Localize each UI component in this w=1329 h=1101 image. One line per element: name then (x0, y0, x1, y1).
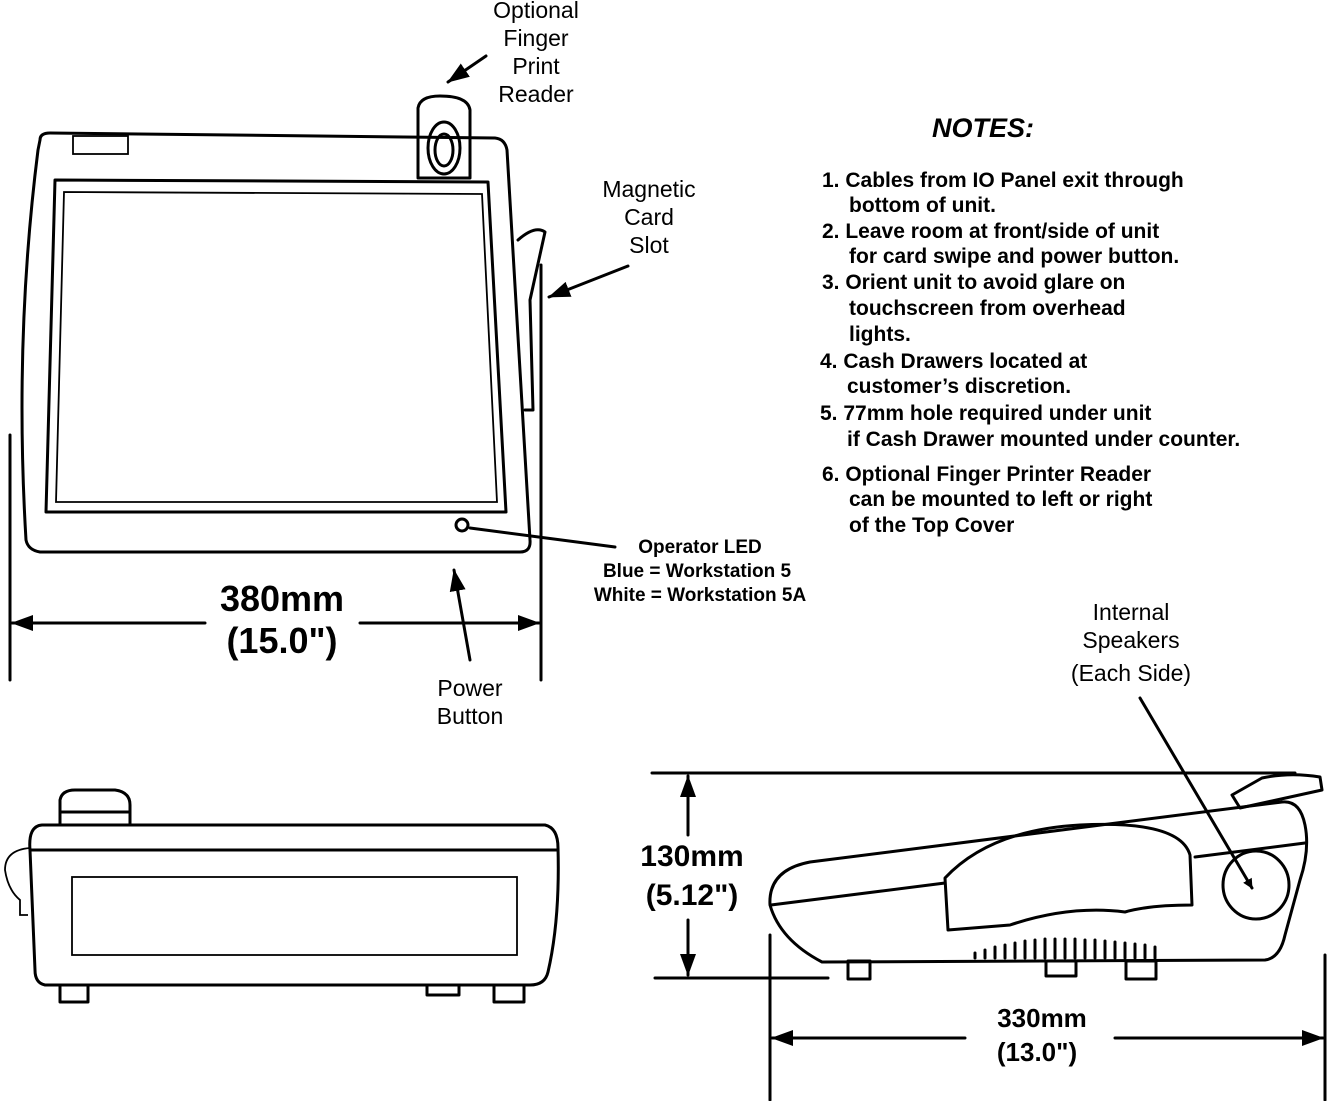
notes: NOTES: 1. Cables from IO Panel exit thro… (820, 113, 1240, 537)
foot (58, 983, 90, 1004)
note-line: lights. (849, 323, 911, 346)
label-line: Slot (629, 232, 669, 258)
rear-view (4, 788, 560, 1004)
note-line: for card swipe and power button. (849, 245, 1179, 268)
note-line: if Cash Drawer mounted under counter. (847, 428, 1240, 451)
front-view (20, 94, 547, 554)
led-label: Operator LED Blue = Workstation 5 White … (468, 526, 807, 606)
label-line: Print (512, 53, 560, 79)
label-line: Internal (1093, 599, 1170, 625)
note-line: touchscreen from overhead (849, 297, 1126, 320)
foot (425, 983, 461, 997)
foot (846, 959, 872, 981)
fingerprint-reader-profile (58, 788, 132, 827)
fingerprint-reader (416, 94, 472, 180)
foot (492, 983, 526, 1004)
card-slot-reader (516, 228, 547, 412)
speaker-icon (1221, 849, 1291, 921)
label-line: Button (437, 703, 504, 729)
side-view (768, 696, 1324, 981)
display-hinge (943, 822, 1194, 932)
leader-arrow (446, 54, 488, 84)
io-panel (71, 876, 518, 956)
dimension-text: 330mm (997, 1003, 1087, 1033)
note-line: bottom of unit. (849, 194, 996, 217)
dimension-text: (13.0") (997, 1037, 1077, 1067)
note-line: 6. Optional Finger Printer Reader (822, 463, 1151, 486)
touchscreen (55, 191, 498, 503)
dimension-text: 130mm (640, 840, 743, 873)
label-line: Magnetic (602, 176, 695, 202)
label-line: Speakers (1082, 627, 1179, 653)
depth-dimension: 330mm (13.0") (768, 933, 1327, 1101)
foot (1124, 959, 1158, 981)
foot (1044, 959, 1078, 978)
speaker-leader (1138, 696, 1254, 890)
cable (4, 847, 31, 916)
operator-led (454, 517, 470, 533)
label-line: Reader (498, 81, 574, 107)
side-body-outline (768, 800, 1309, 964)
card-slot-label: Magnetic Card Slot (547, 176, 696, 299)
front-body-outline (20, 131, 532, 554)
height-dimension: 130mm (5.12") (640, 771, 1297, 980)
dimension-text: (5.12") (646, 879, 739, 912)
note-line: 1. Cables from IO Panel exit through (822, 169, 1184, 192)
label-line: White = Workstation 5A (594, 585, 807, 606)
note-line: 3. Orient unit to avoid glare on (822, 271, 1125, 294)
label-line: Operator LED (638, 537, 762, 558)
label-line: (Each Side) (1071, 660, 1191, 686)
label-line: Optional (493, 0, 579, 23)
note-line: can be mounted to left or right (849, 488, 1152, 511)
top-badge (72, 135, 129, 155)
label-line: Card (624, 204, 674, 230)
note-line: customer’s discretion. (847, 375, 1071, 398)
label-line: Finger (503, 25, 569, 51)
speakers-label: Internal Speakers (Each Side) (1071, 599, 1191, 686)
vent-grille (973, 937, 1157, 960)
fingerprint-label: Optional Finger Print Reader (446, 0, 579, 107)
leader-arrow (449, 568, 472, 662)
note-line: of the Top Cover (849, 514, 1014, 537)
leader-arrow (547, 264, 630, 299)
label-line: Blue = Workstation 5 (603, 561, 792, 582)
label-line: Power (437, 675, 503, 701)
note-line: 5. 77mm hole required under unit (820, 402, 1151, 425)
card-reader-profile (1230, 773, 1324, 810)
dimension-text: (15.0") (226, 620, 337, 661)
notes-title: NOTES: (932, 113, 1034, 143)
note-line: 2. Leave room at front/side of unit (822, 220, 1159, 243)
screen-bezel (44, 178, 508, 514)
dimension-text: 380mm (220, 578, 344, 619)
note-line: 4. Cash Drawers located at (820, 350, 1087, 373)
width-dimension: 380mm (15.0") (8, 263, 543, 682)
power-label: Power Button (437, 568, 504, 729)
